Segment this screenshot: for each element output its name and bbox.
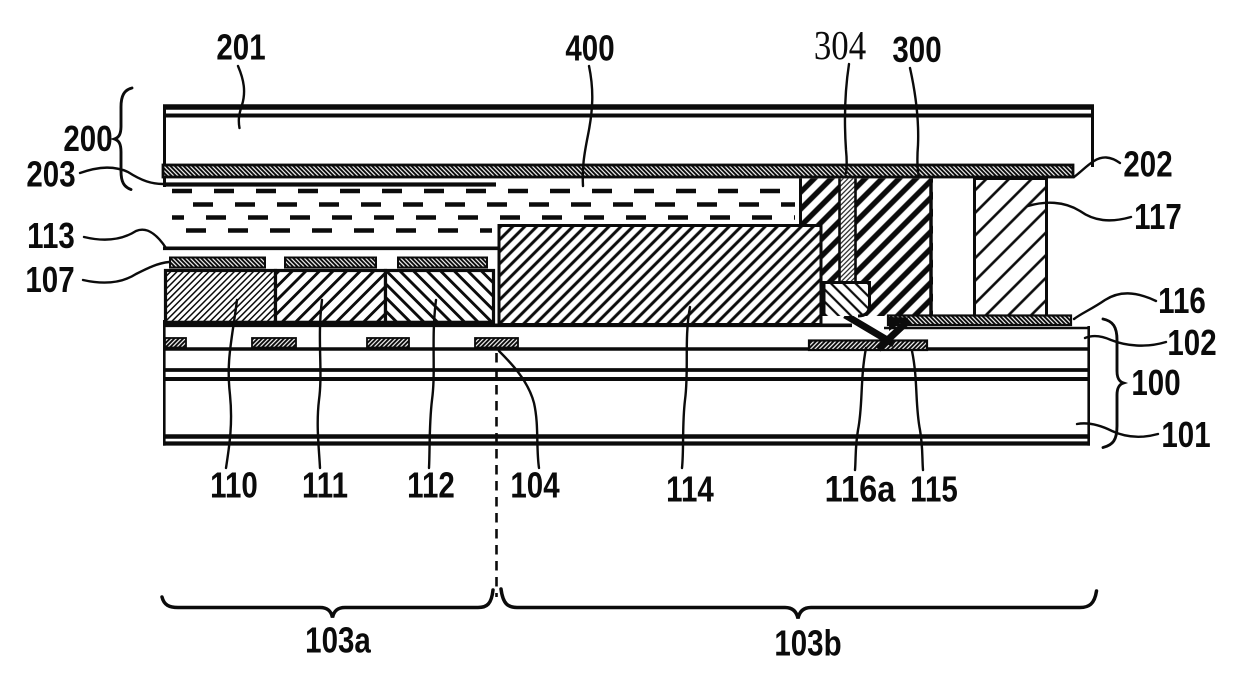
svg-text:100: 100: [1131, 362, 1180, 402]
svg-text:202: 202: [1123, 144, 1172, 184]
svg-text:201: 201: [216, 27, 265, 67]
svg-text:300: 300: [892, 29, 941, 69]
svg-text:116a: 116a: [825, 469, 896, 510]
svg-text:107: 107: [25, 259, 74, 299]
svg-text:110: 110: [210, 465, 258, 505]
svg-text:113: 113: [27, 215, 75, 255]
svg-text:102: 102: [1167, 322, 1216, 362]
svg-text:203: 203: [26, 154, 75, 194]
svg-text:112: 112: [407, 465, 455, 505]
svg-text:103a: 103a: [305, 620, 371, 660]
svg-text:104: 104: [510, 465, 560, 505]
svg-text:101: 101: [1161, 414, 1210, 454]
svg-text:117: 117: [1134, 196, 1182, 236]
svg-text:111: 111: [302, 465, 348, 505]
svg-text:114: 114: [666, 469, 714, 509]
svg-text:304: 304: [814, 23, 866, 68]
svg-text:103b: 103b: [774, 623, 841, 663]
svg-text:400: 400: [565, 28, 614, 68]
svg-text:116: 116: [1158, 280, 1206, 320]
svg-text:200: 200: [63, 118, 112, 158]
svg-text:115: 115: [910, 469, 958, 509]
